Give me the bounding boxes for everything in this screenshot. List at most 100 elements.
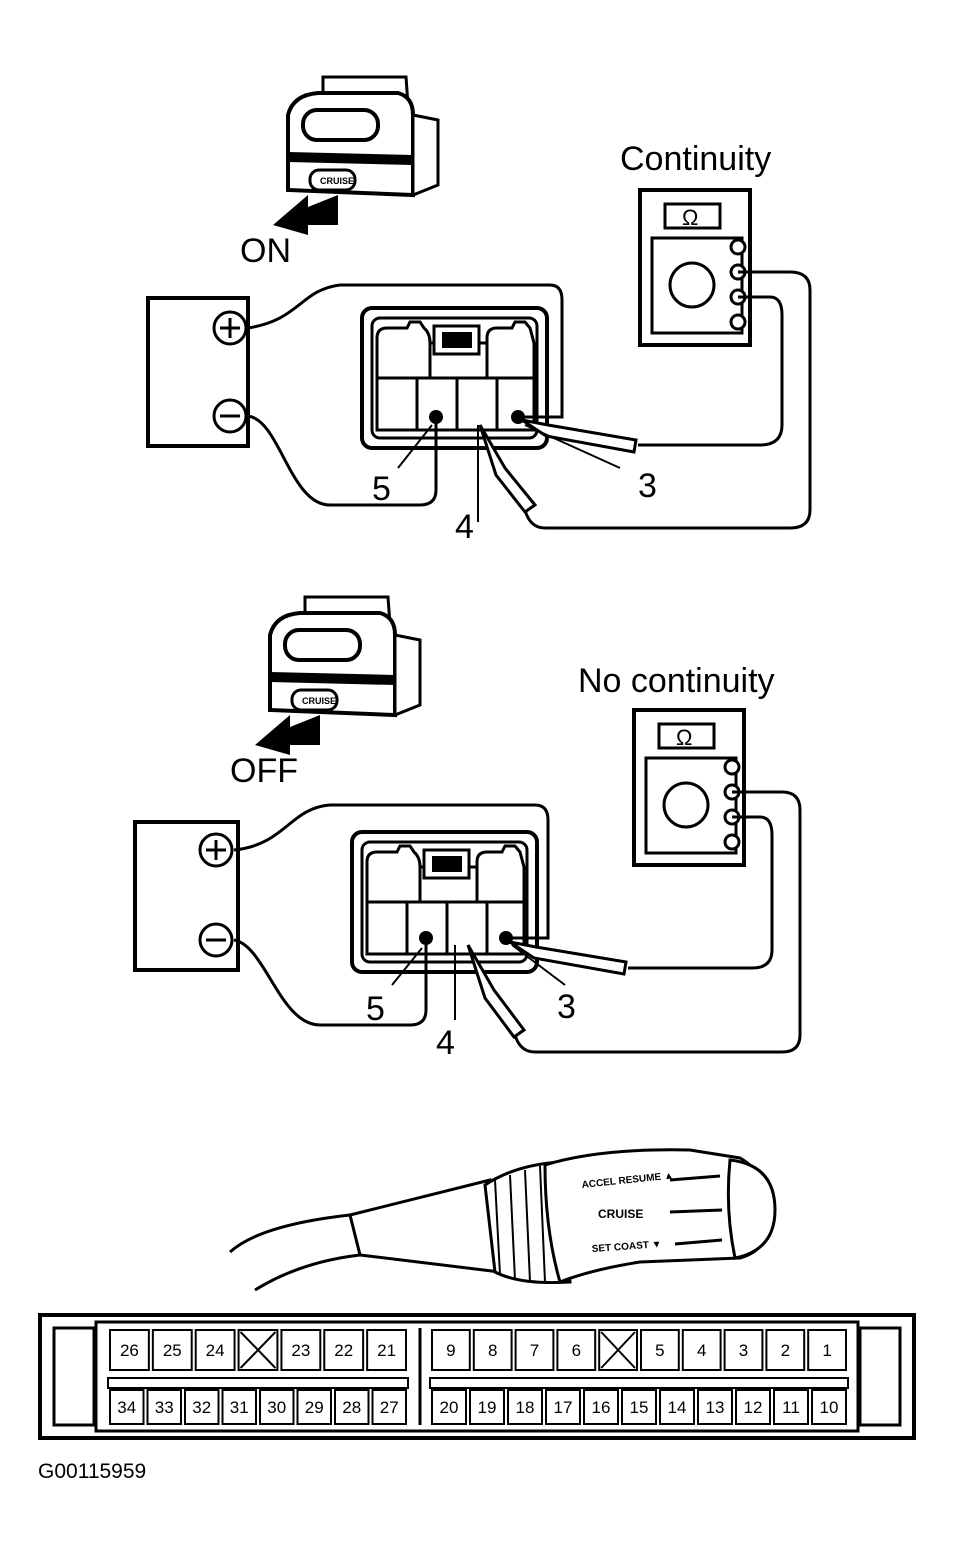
cruise-control-lever: ACCEL RESUME ▲ CRUISE SET COAST ▼ bbox=[228, 1148, 777, 1292]
connector-pin bbox=[184, 1389, 220, 1425]
connector-pin bbox=[681, 1329, 722, 1371]
terminal-3-label: 3 bbox=[557, 988, 576, 1026]
connector-pin bbox=[296, 1389, 332, 1425]
pin-number: 12 bbox=[744, 1398, 763, 1417]
pin-number: 21 bbox=[377, 1341, 396, 1360]
connector-pin bbox=[807, 1329, 848, 1371]
connector-pin bbox=[472, 1329, 513, 1371]
connector-pin bbox=[151, 1329, 193, 1371]
connector-pin bbox=[431, 1329, 471, 1371]
connector-pin bbox=[146, 1389, 182, 1425]
connector-pin bbox=[334, 1389, 370, 1425]
meter: Ω bbox=[638, 188, 752, 347]
switch-label: CRUISE bbox=[320, 176, 354, 186]
pin-number: 18 bbox=[516, 1398, 535, 1417]
pin-number: 17 bbox=[554, 1398, 573, 1417]
pin-number: 28 bbox=[342, 1398, 361, 1417]
pin-number: 1 bbox=[822, 1341, 831, 1360]
pin-number: 10 bbox=[820, 1398, 839, 1417]
pin-number: 22 bbox=[334, 1341, 353, 1360]
switch-state-label: ON bbox=[240, 232, 291, 270]
connector-pin bbox=[469, 1389, 505, 1425]
pin-number: 26 bbox=[120, 1341, 139, 1360]
pin-number: 32 bbox=[192, 1398, 211, 1417]
pin-number: 15 bbox=[630, 1398, 649, 1417]
connector-pin bbox=[371, 1389, 407, 1425]
switch-connector bbox=[350, 830, 539, 974]
connector-pin bbox=[583, 1389, 619, 1425]
pin-number: 3 bbox=[739, 1341, 748, 1360]
pin-number: 7 bbox=[530, 1341, 539, 1360]
connector-pin bbox=[109, 1329, 150, 1371]
pins-bottom-left: 34 33 32 31 30 29 28 27 bbox=[109, 1389, 407, 1425]
connector-pin bbox=[765, 1329, 806, 1371]
pin-number: 2 bbox=[781, 1341, 790, 1360]
pin-number: 30 bbox=[267, 1398, 286, 1417]
connector-pin bbox=[366, 1329, 407, 1371]
pin-number: 4 bbox=[697, 1341, 706, 1360]
pin-number: 19 bbox=[478, 1398, 497, 1417]
terminal-4-label: 4 bbox=[455, 508, 474, 546]
pin-number: 6 bbox=[572, 1341, 581, 1360]
terminal-4-label: 4 bbox=[436, 1024, 455, 1062]
pin-number: 25 bbox=[163, 1341, 182, 1360]
switch-label: CRUISE bbox=[302, 696, 336, 706]
pin-number: 11 bbox=[782, 1398, 800, 1417]
connector-pin bbox=[773, 1389, 809, 1425]
pin-number: 31 bbox=[230, 1398, 249, 1417]
connector-pin bbox=[659, 1389, 695, 1425]
ohm-icon: Ω bbox=[682, 205, 698, 230]
pin-number: 5 bbox=[655, 1341, 664, 1360]
connector-pin bbox=[723, 1329, 764, 1371]
battery bbox=[146, 296, 250, 448]
connector-pin bbox=[221, 1389, 257, 1425]
meter: Ω bbox=[632, 708, 746, 867]
diagram-id: G00115959 bbox=[38, 1460, 146, 1483]
pin-number: 9 bbox=[446, 1341, 455, 1360]
connector-pin bbox=[697, 1389, 733, 1425]
connector-pin bbox=[545, 1389, 581, 1425]
pin-number: 24 bbox=[206, 1341, 225, 1360]
connector-pin bbox=[640, 1329, 680, 1371]
pin-number: 13 bbox=[706, 1398, 725, 1417]
blank-pin-cross-icon bbox=[239, 1331, 277, 1369]
connector-pin bbox=[323, 1329, 365, 1371]
cruise-lever-label: CRUISE bbox=[598, 1207, 643, 1221]
pin-number: 8 bbox=[488, 1341, 497, 1360]
connector-pin bbox=[280, 1329, 322, 1371]
pins-top-right: 9 8 7 6 5 4 3 2 1 bbox=[431, 1329, 848, 1371]
cruise-switch-on: CRUISE bbox=[273, 77, 438, 235]
pin-number: 29 bbox=[305, 1398, 324, 1417]
connector-pin bbox=[621, 1389, 657, 1425]
meter-result-label: Continuity bbox=[620, 140, 771, 178]
terminal-3-label: 3 bbox=[638, 467, 657, 505]
battery bbox=[133, 820, 240, 972]
panel-on: CRUISE ON Ω Continuity bbox=[146, 77, 812, 546]
connector-pin bbox=[514, 1329, 555, 1371]
pin-number: 20 bbox=[440, 1398, 459, 1417]
meter-result-label: No continuity bbox=[578, 662, 775, 700]
pin-number: 34 bbox=[117, 1398, 136, 1417]
connector-pin bbox=[431, 1389, 467, 1425]
terminal-5-label: 5 bbox=[372, 470, 391, 508]
switch-connector bbox=[360, 306, 549, 450]
connector-pin bbox=[811, 1389, 847, 1425]
pin-number: 27 bbox=[380, 1398, 399, 1417]
connector-pin bbox=[109, 1389, 145, 1425]
cruise-switch-off: CRUISE bbox=[255, 597, 420, 755]
ohm-icon: Ω bbox=[676, 725, 692, 750]
connector-pin bbox=[194, 1329, 236, 1371]
connector-pin bbox=[735, 1389, 771, 1425]
switch-state-label: OFF bbox=[230, 752, 298, 790]
pin-number: 33 bbox=[155, 1398, 174, 1417]
pin-number: 16 bbox=[592, 1398, 611, 1417]
pins-top-left: 26 25 24 23 22 21 bbox=[109, 1329, 407, 1371]
set-coast-label: SET COAST ▼ bbox=[591, 1239, 662, 1255]
terminal-5-label: 5 bbox=[366, 990, 385, 1028]
pins-bottom-right: 20 19 18 17 16 15 14 13 12 11 10 bbox=[431, 1389, 847, 1425]
pin-number: 23 bbox=[291, 1341, 310, 1360]
panel-off: CRUISE OFF Ω No continuity bbox=[133, 597, 802, 1062]
pin-number: 14 bbox=[668, 1398, 687, 1417]
